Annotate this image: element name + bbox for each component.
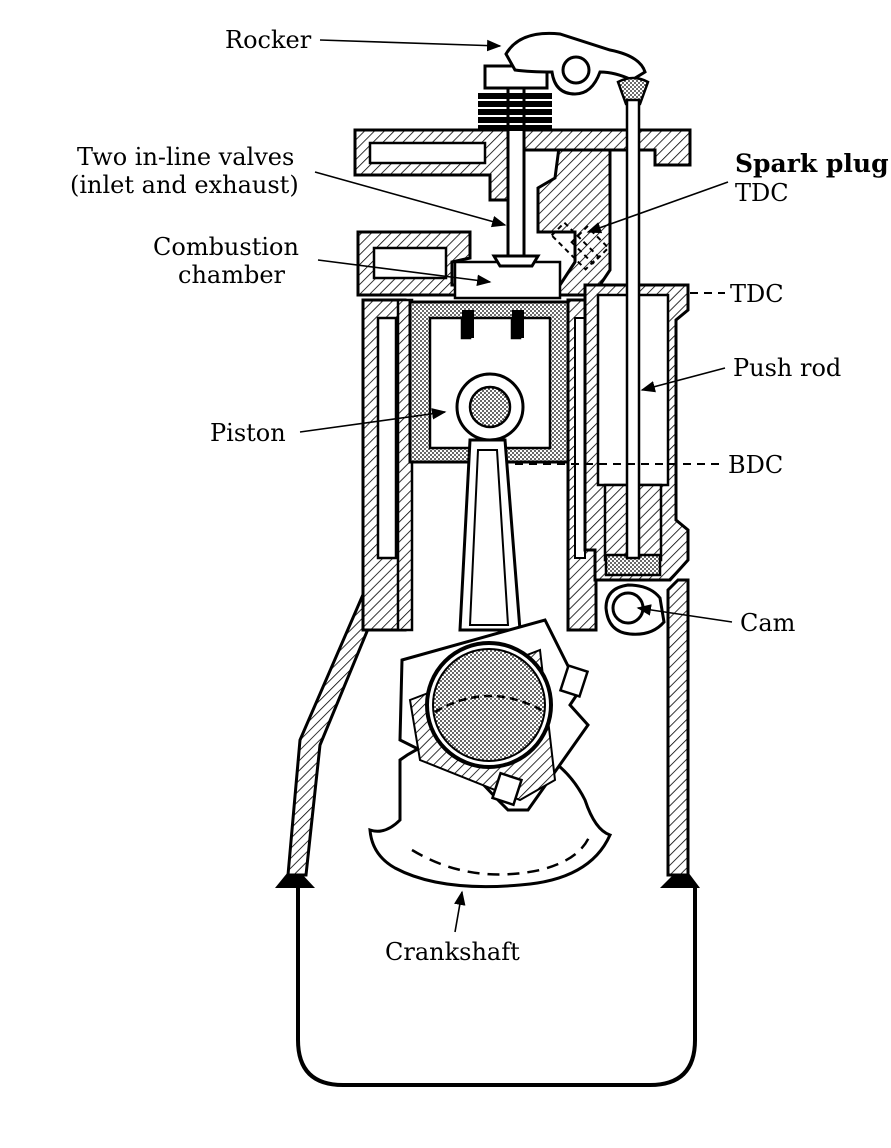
label-piston: Piston — [210, 419, 286, 447]
water-jacket-left — [376, 316, 398, 560]
rocker-arm — [504, 31, 647, 96]
camshaft-cam — [604, 583, 666, 636]
label-spark-plug-line2: TDC — [735, 179, 789, 207]
crankshaft-leader — [454, 890, 466, 933]
label-cam: Cam — [740, 609, 796, 637]
label-spark-plug-line1: Spark plug — [735, 149, 889, 178]
cam-leader — [636, 604, 733, 623]
label-rocker: Rocker — [225, 26, 312, 54]
label-crankshaft: Crankshaft — [385, 938, 520, 966]
label-push-rod: Push rod — [733, 354, 841, 382]
sump-flange-right — [660, 872, 700, 888]
label-valves-line1: Two in-line valves — [77, 143, 294, 171]
oil-sump — [296, 888, 697, 1087]
label-bdc: BDC — [728, 451, 783, 479]
rocker-leader — [319, 39, 502, 52]
push-rod-leader — [640, 367, 726, 393]
label-combustion-line2: chamber — [178, 261, 286, 289]
crankshaft — [368, 618, 613, 889]
label-valves-line2: (inlet and exhaust) — [70, 171, 299, 199]
head-top-passage — [368, 141, 487, 165]
label-tdc: TDC — [730, 280, 784, 308]
head-water-passage — [372, 246, 448, 280]
valves-leader — [314, 171, 507, 228]
sump-flange-left — [275, 872, 315, 888]
crankcase-wall-right — [666, 578, 690, 877]
connecting-rod — [455, 372, 525, 632]
spark-plug-leader — [586, 181, 729, 234]
label-combustion-line1: Combustion — [153, 233, 299, 261]
combustion-leader — [317, 259, 492, 287]
piston-leader — [299, 408, 447, 433]
